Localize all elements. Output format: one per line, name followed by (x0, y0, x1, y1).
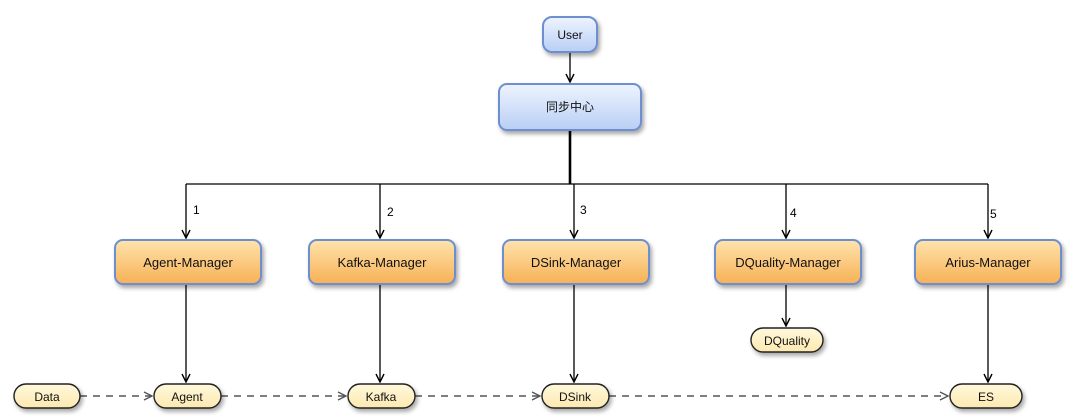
node-dquality-manager-label: DQuality-Manager (735, 255, 841, 270)
node-kafka-manager-label: Kafka-Manager (338, 255, 428, 270)
node-agent-manager[interactable]: Agent-Manager (114, 239, 262, 285)
edge-label-2: 2 (387, 205, 394, 219)
edge-label-1: 1 (193, 203, 200, 217)
node-dsink-label: DSink (559, 390, 592, 404)
edge-labels: 1 2 3 4 5 (193, 203, 997, 221)
node-dsink-manager[interactable]: DSink-Manager (502, 239, 650, 285)
node-sync-center[interactable]: 同步中心 (498, 83, 642, 131)
node-kafka[interactable]: Kafka (347, 383, 416, 409)
edges (80, 52, 988, 396)
node-es-label: ES (978, 390, 994, 404)
node-arius-manager-label: Arius-Manager (945, 255, 1031, 270)
node-agent[interactable]: Agent (153, 383, 222, 409)
edge-label-4: 4 (790, 206, 797, 220)
node-data[interactable]: Data (13, 383, 81, 409)
node-dquality-manager[interactable]: DQuality-Manager (714, 239, 862, 285)
node-data-label: Data (34, 390, 60, 404)
node-dquality[interactable]: DQuality (750, 327, 824, 353)
node-sync-center-label: 同步中心 (546, 99, 594, 114)
edge-label-3: 3 (580, 203, 587, 217)
node-dquality-label: DQuality (764, 334, 810, 348)
node-arius-manager[interactable]: Arius-Manager (914, 239, 1062, 285)
node-kafka-manager[interactable]: Kafka-Manager (308, 239, 456, 285)
node-agent-label: Agent (171, 390, 203, 404)
node-dsink[interactable]: DSink (541, 383, 610, 409)
edge-label-5: 5 (990, 207, 997, 221)
node-kafka-label: Kafka (366, 390, 397, 404)
node-user-label: User (557, 28, 582, 42)
node-es[interactable]: ES (949, 383, 1023, 409)
node-agent-manager-label: Agent-Manager (143, 255, 233, 270)
node-dsink-manager-label: DSink-Manager (531, 255, 622, 270)
node-user[interactable]: User (542, 16, 598, 53)
